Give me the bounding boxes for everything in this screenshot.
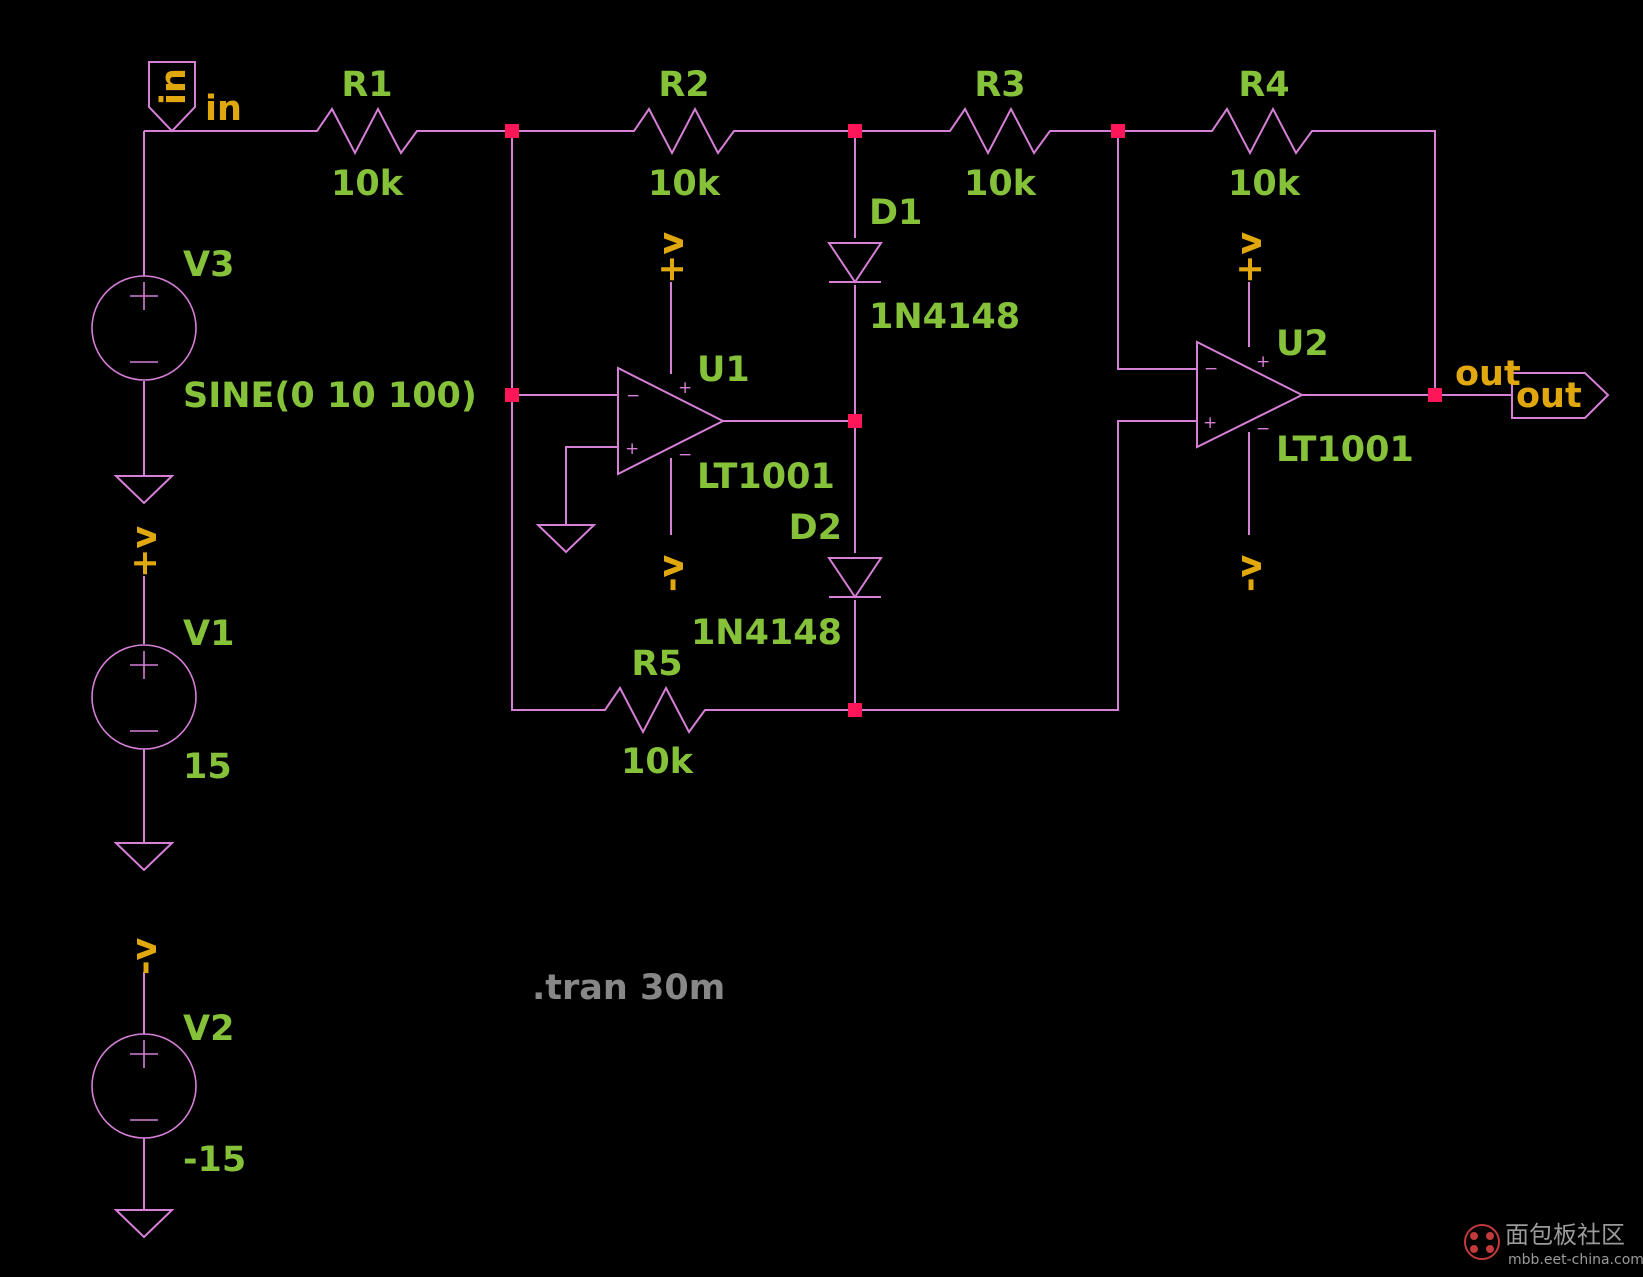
opamp-u1[interactable] (617, 366, 726, 476)
u1-value-label: LT1001 (697, 457, 835, 497)
watermark: 面包板社区 mbb.eet-china.com (1464, 1221, 1643, 1268)
wires (143, 130, 1512, 1210)
port-in[interactable] (148, 61, 196, 133)
r1-value-label: 10k (331, 164, 404, 204)
u1-ref-label: U1 (697, 350, 750, 390)
u1-vminus-pin-mark: − (678, 445, 692, 465)
d2-ref-label: D2 (789, 508, 842, 548)
u2-ref-label: U2 (1276, 324, 1329, 364)
r2-value-label: 10k (648, 164, 721, 204)
resistor-r3[interactable] (938, 106, 1061, 156)
watermark-url: mbb.eet-china.com (1508, 1252, 1643, 1268)
r3-ref-label: R3 (974, 65, 1025, 105)
d2-value-label: 1N4148 (691, 613, 842, 653)
spice-directive[interactable]: .tran 30m (532, 968, 725, 1008)
v2-value-label: -15 (183, 1140, 246, 1180)
junction-dot (505, 124, 519, 138)
out-port-label: out (1516, 376, 1582, 416)
u1-noninv-pin-mark: + (625, 439, 639, 459)
u2-noninv-pin-mark: + (1203, 413, 1217, 433)
r1-ref-label: R1 (341, 65, 392, 105)
u2-value-label: LT1001 (1276, 430, 1414, 470)
r4-ref-label: R4 (1238, 65, 1289, 105)
in-port-label: in (154, 68, 194, 105)
v2-vminus-net-label: -v (125, 937, 165, 975)
ground-v3 (113, 475, 175, 505)
u1-vplus-pin-mark: + (678, 378, 692, 398)
d1-ref-label: D1 (869, 193, 922, 233)
wire-node-a-vertical (511, 131, 593, 711)
resistor-r1[interactable] (305, 106, 428, 156)
resistor-r4[interactable] (1200, 106, 1323, 156)
r4-value-label: 10k (1228, 164, 1301, 204)
wire-r5-to-node (717, 420, 1197, 711)
u1-inv-pin-mark: − (626, 386, 640, 406)
r2-ref-label: R2 (658, 65, 709, 105)
u2-inv-pin-mark: − (1204, 359, 1218, 379)
voltage-source-v1[interactable] (91, 644, 197, 750)
v1-ref-label: V1 (183, 614, 234, 654)
junction-dot (848, 414, 862, 428)
u1-vminus-net-label: -v (652, 554, 692, 592)
in-net-label: in (205, 89, 242, 129)
junction-dot (1428, 388, 1442, 402)
junctions (505, 124, 1442, 717)
port-out[interactable] (1511, 372, 1610, 419)
u2-vplus-net-label: +v (1230, 232, 1270, 284)
r5-ref-label: R5 (631, 644, 682, 684)
watermark-text: 面包板社区 (1505, 1221, 1625, 1249)
ground-v2 (113, 1209, 175, 1239)
voltage-source-v3[interactable] (91, 275, 197, 381)
r3-value-label: 10k (964, 164, 1037, 204)
out-net-label: out (1455, 354, 1521, 394)
junction-dot (848, 124, 862, 138)
u2-vminus-net-label: -v (1230, 554, 1270, 592)
wire-u1-noninv-to-gnd (565, 446, 618, 525)
junction-dot (505, 388, 519, 402)
v1-vplus-net-label: +v (125, 526, 165, 578)
u2-vplus-pin-mark: + (1256, 352, 1270, 372)
v3-value-label: SINE(0 10 100) (183, 376, 477, 416)
v3-ref-label: V3 (183, 245, 234, 285)
resistor-r5[interactable] (593, 685, 717, 735)
junction-dot (848, 703, 862, 717)
d1-value-label: 1N4148 (869, 297, 1020, 337)
diode-d2[interactable] (827, 557, 883, 599)
ground-v1 (113, 842, 175, 872)
v1-value-label: 15 (183, 747, 232, 787)
wire-node-c-to-u2-inv (1117, 131, 1197, 370)
resistor-r2[interactable] (622, 106, 745, 156)
v2-ref-label: V2 (183, 1009, 234, 1049)
watermark-logo-icon (1464, 1224, 1500, 1260)
diode-d1[interactable] (827, 242, 883, 284)
ground-u1 (535, 524, 597, 554)
junction-dot (1111, 124, 1125, 138)
r5-value-label: 10k (621, 742, 694, 782)
u1-vplus-net-label: +v (652, 232, 692, 284)
voltage-source-v2[interactable] (91, 1033, 197, 1139)
u2-vminus-pin-mark: − (1256, 419, 1270, 439)
wire-r4-to-out (1323, 130, 1436, 395)
opamp-u2[interactable] (1196, 340, 1305, 449)
